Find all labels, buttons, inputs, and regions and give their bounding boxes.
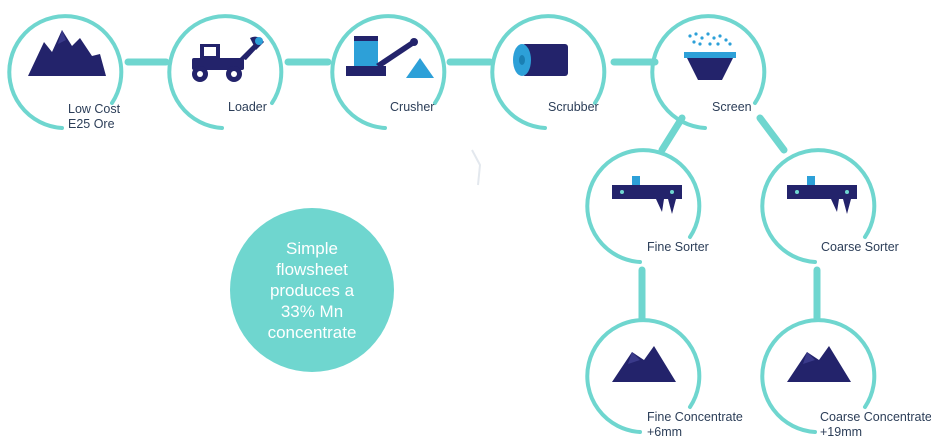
label-low-cost-ore: Low Cost E25 Ore	[68, 102, 120, 132]
ring-low-cost-ore	[7, 14, 124, 130]
callout-line-4: 33% Mn	[280, 301, 344, 321]
connectors	[124, 58, 821, 322]
ring-fine-sorter	[585, 148, 702, 264]
crusher-icon	[346, 36, 434, 78]
ring-screen	[650, 14, 767, 130]
sorter-icon-coarse	[787, 176, 857, 214]
concentrate-icon-fine	[612, 346, 676, 382]
label-line-2: +19mm	[820, 425, 863, 439]
label-loader: Loader	[228, 100, 267, 114]
decorative-mark	[471, 149, 482, 186]
ring-coarse-concentrate	[760, 318, 877, 434]
concentrate-icon-coarse	[787, 346, 851, 382]
ring-crusher	[330, 14, 447, 130]
label-fine-concentrate: Fine Concentrate +6mm	[647, 410, 743, 440]
mountain-icon	[28, 30, 106, 76]
callout-text: Simple flowsheet produces a 33% Mn conce…	[252, 238, 372, 343]
callout-line-2: flowsheet	[276, 259, 348, 279]
label-coarse-sorter: Coarse Sorter	[821, 240, 899, 254]
label-coarse-concentrate: Coarse Concentrate +19mm	[820, 410, 931, 440]
ring-scrubber	[490, 14, 607, 130]
label-line-1: Coarse Concentrate	[820, 410, 931, 424]
connector-screen-fine-sorter	[658, 114, 686, 154]
label-line-2: +6mm	[647, 425, 683, 439]
label-line-1: Low Cost	[68, 102, 121, 116]
summary-callout: Simple flowsheet produces a 33% Mn conce…	[230, 208, 394, 372]
label-scrubber: Scrubber	[548, 100, 599, 114]
node-rings	[7, 14, 877, 434]
scrubber-icon	[513, 44, 568, 76]
callout-line-1: Simple	[286, 238, 338, 258]
label-crusher: Crusher	[390, 100, 435, 114]
ring-coarse-sorter	[760, 148, 877, 264]
sorter-icon-fine	[612, 176, 682, 214]
connector-screen-coarse-sorter	[756, 114, 788, 154]
callout-line-3: produces a	[269, 280, 355, 300]
label-line-2: E25 Ore	[68, 117, 115, 131]
loader-icon	[192, 36, 264, 82]
callout-line-5: concentrate	[267, 322, 357, 342]
label-line-1: Fine Concentrate	[647, 410, 743, 424]
ring-fine-concentrate	[585, 318, 702, 434]
label-fine-sorter: Fine Sorter	[647, 240, 709, 254]
label-screen: Screen	[712, 100, 752, 114]
ring-loader	[167, 14, 284, 130]
screen-icon	[684, 32, 736, 80]
